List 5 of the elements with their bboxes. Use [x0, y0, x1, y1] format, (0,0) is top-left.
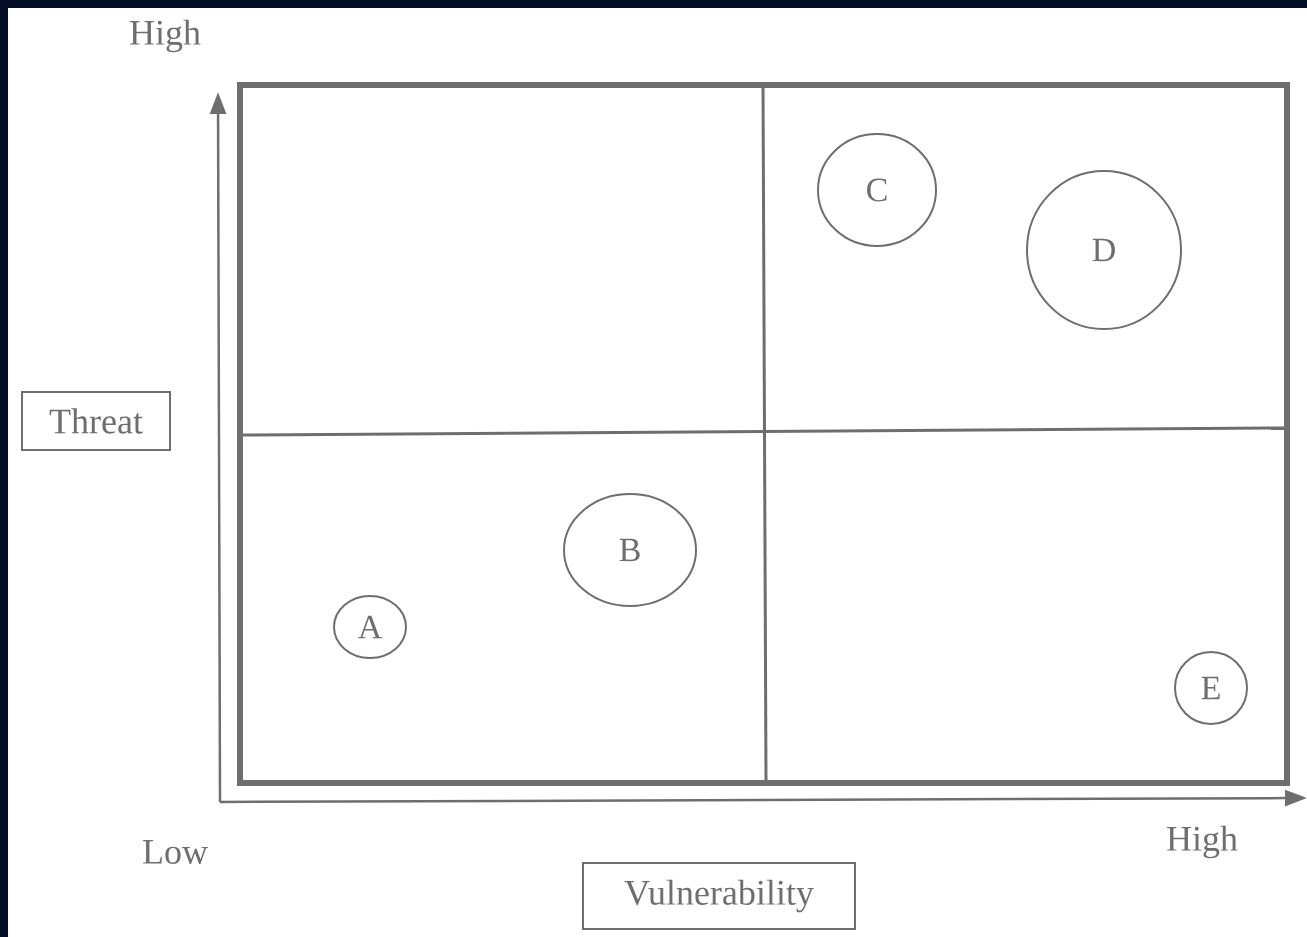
axis-label: High — [1167, 825, 1238, 859]
axis-label: High — [130, 19, 201, 53]
axis-label: Low — [143, 840, 208, 864]
label-box: Vulnerability — [582, 862, 856, 930]
label-box: Threat — [21, 391, 171, 451]
